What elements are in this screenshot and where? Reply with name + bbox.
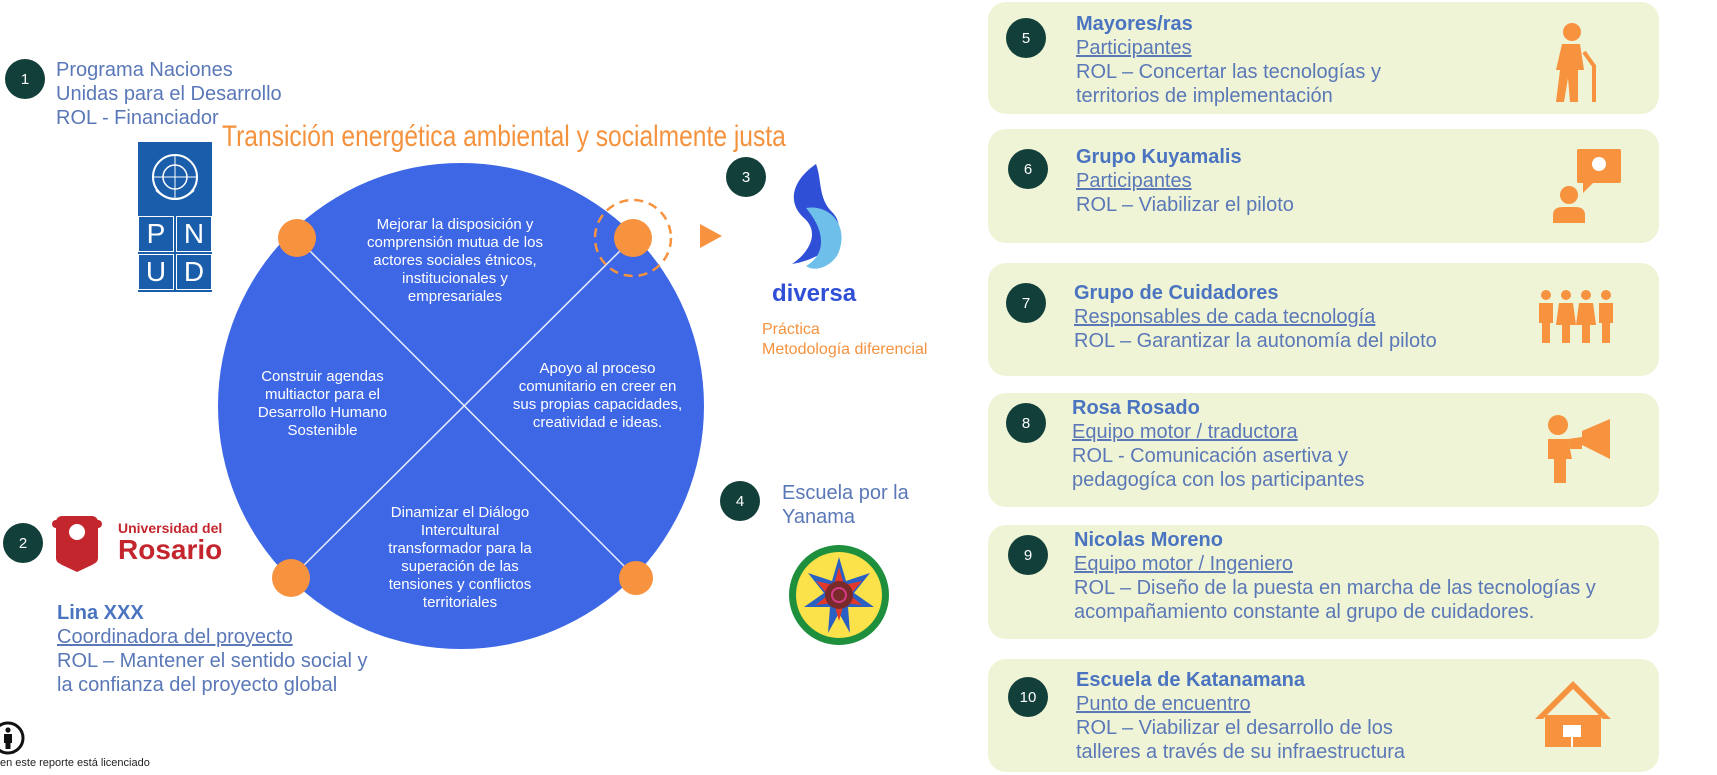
cc-attribution-icon (0, 721, 25, 755)
badge-3: 3 (726, 157, 766, 197)
quadrant-left-text: Construir agendas multiactor para el Des… (257, 368, 388, 439)
badge-number: 5 (1021, 29, 1031, 47)
pnud-letter: N (176, 216, 212, 252)
quadrant-right-text: Apoyo al proceso comunitario en creer en… (512, 360, 683, 431)
badge-10: 10 (1008, 677, 1048, 717)
main-circle (218, 163, 704, 649)
badge-number: 8 (1021, 414, 1031, 432)
orange-dot (614, 219, 652, 257)
item4-line: Escuela por la (782, 482, 909, 504)
pnud-logo: P N U D (138, 142, 212, 292)
stakeholder-card: 7 Grupo de Cuidadores Responsables de ca… (988, 263, 1659, 376)
stakeholder-card: 9 Nicolas Moreno Equipo motor / Ingenier… (988, 525, 1659, 639)
card-name: Grupo de Cuidadores (1074, 282, 1279, 304)
stakeholder-card: 6 Grupo Kuyamalis Participantes ROL – Vi… (988, 129, 1659, 243)
item3-line: Metodología diferencial (762, 341, 928, 358)
diagonal-line (290, 237, 634, 579)
card-role-line: ROL – Garantizar la autonomía del piloto (1074, 330, 1437, 352)
idea-person-icon (1553, 149, 1621, 223)
item1-line: Programa Naciones (56, 59, 233, 81)
item2-role-line: ROL – Mantener el sentido social y (57, 650, 368, 672)
card-role-line: ROL – Viabilizar el piloto (1076, 194, 1294, 216)
rosario-logo: Universidad del Rosario (50, 510, 223, 574)
item4-text: Escuela por la Yanama (782, 481, 909, 529)
diagram-title: Transición energética ambiental y social… (222, 120, 786, 153)
item1-role: ROL - Financiador (56, 107, 219, 129)
rosario-logo-small: Universidad del (118, 520, 223, 536)
quadrant-top-text: Mejorar la disposición y comprensión mut… (367, 216, 543, 305)
un-emblem-icon (152, 154, 198, 200)
card-role-title: Equipo motor / Ingeniero (1074, 553, 1294, 575)
pnud-letter: P (138, 216, 174, 252)
item2-role-title: Coordinadora del proyecto (57, 626, 293, 648)
card-role-line: acompañamiento constante al grupo de cui… (1074, 601, 1535, 623)
item4-line: Yanama (782, 506, 856, 528)
badge-number: 10 (1019, 688, 1037, 706)
card-role-title: Equipo motor / traductora (1072, 421, 1298, 443)
card-name: Rosa Rosado (1072, 397, 1200, 419)
badge-number: 6 (1023, 160, 1033, 178)
megaphone-icon (1548, 415, 1610, 483)
item1-text: Programa Naciones Unidas para el Desarro… (56, 58, 282, 130)
footer-text: en este reporte está licenciado (0, 757, 150, 769)
diagonal-line (296, 237, 637, 579)
elder-icon (1556, 23, 1596, 102)
stakeholder-card: 5 Mayores/ras Participantes ROL – Concer… (988, 2, 1659, 114)
orange-dot (619, 561, 653, 595)
card-name: Escuela de Katanamana (1076, 669, 1305, 691)
stakeholder-card: 8 Rosa Rosado Equipo motor / traductora … (988, 393, 1659, 507)
badge-number: 9 (1023, 546, 1033, 564)
orange-dot (278, 219, 316, 257)
item2-text: Lina XXX Coordinadora del proyecto ROL –… (57, 601, 368, 697)
card-role-line: territorios de implementación (1076, 85, 1333, 107)
card-role-title: Responsables de cada tecnología (1074, 306, 1376, 328)
item2-name: Lina XXX (57, 602, 144, 624)
card-role-title: Punto de encuentro (1076, 693, 1251, 715)
pnud-letter: U (138, 254, 174, 290)
badge-number: 7 (1021, 294, 1031, 312)
diversa-logo-icon (792, 164, 842, 269)
badge-1: 1 (5, 59, 45, 99)
card-role-title: Participantes (1076, 170, 1192, 192)
card-role-line: ROL – Viabilizar el desarrollo de los (1076, 717, 1393, 739)
card-role-line: ROL – Diseño de la puesta en marcha de l… (1074, 577, 1596, 599)
orange-dot (272, 559, 310, 597)
rosario-crest-icon (52, 516, 102, 572)
badge-number: 2 (18, 534, 28, 552)
dashed-ring (593, 198, 673, 278)
item2-role-line: la confianza del proyecto global (57, 674, 338, 696)
arrow-right-icon (700, 224, 722, 248)
card-role-title: Participantes (1076, 37, 1192, 59)
item1-line: Unidas para el Desarrollo (56, 83, 282, 105)
card-role-line: talleres a través de su infraestructura (1076, 741, 1406, 763)
badge-6: 6 (1008, 149, 1048, 189)
card-role-line: ROL – Concertar las tecnologías y (1076, 61, 1381, 83)
yanama-seal-icon (789, 545, 889, 645)
badge-2: 2 (3, 523, 43, 563)
badge-7: 7 (1006, 283, 1046, 323)
house-icon (1535, 681, 1611, 747)
item3-text: Práctica Metodología diferencial (762, 320, 927, 360)
badge-9: 9 (1008, 535, 1048, 575)
quadrant-bottom-text: Dinamizar el Diálogo Intercultural trans… (388, 504, 532, 611)
group-icon (1539, 290, 1613, 343)
badge-number: 3 (741, 168, 751, 186)
badge-5: 5 (1006, 18, 1046, 58)
item3-line: Práctica (762, 321, 820, 338)
card-name: Mayores/ras (1076, 13, 1193, 35)
rosario-logo-big: Rosario (118, 534, 223, 565)
card-role-line: ROL - Comunicación asertiva y (1072, 445, 1349, 467)
pnud-letter: D (176, 254, 212, 290)
badge-number: 1 (20, 70, 30, 88)
badge-4: 4 (720, 481, 760, 521)
quadrant-diagram (218, 163, 704, 649)
card-role-line: pedagogíca con los participantes (1072, 469, 1365, 491)
card-name: Grupo Kuyamalis (1076, 146, 1242, 168)
diversa-brand: diversa (772, 280, 857, 307)
stakeholder-card: 10 Escuela de Katanamana Punto de encuen… (988, 659, 1659, 772)
card-name: Nicolas Moreno (1074, 529, 1223, 551)
badge-number: 4 (735, 492, 745, 510)
badge-8: 8 (1006, 403, 1046, 443)
